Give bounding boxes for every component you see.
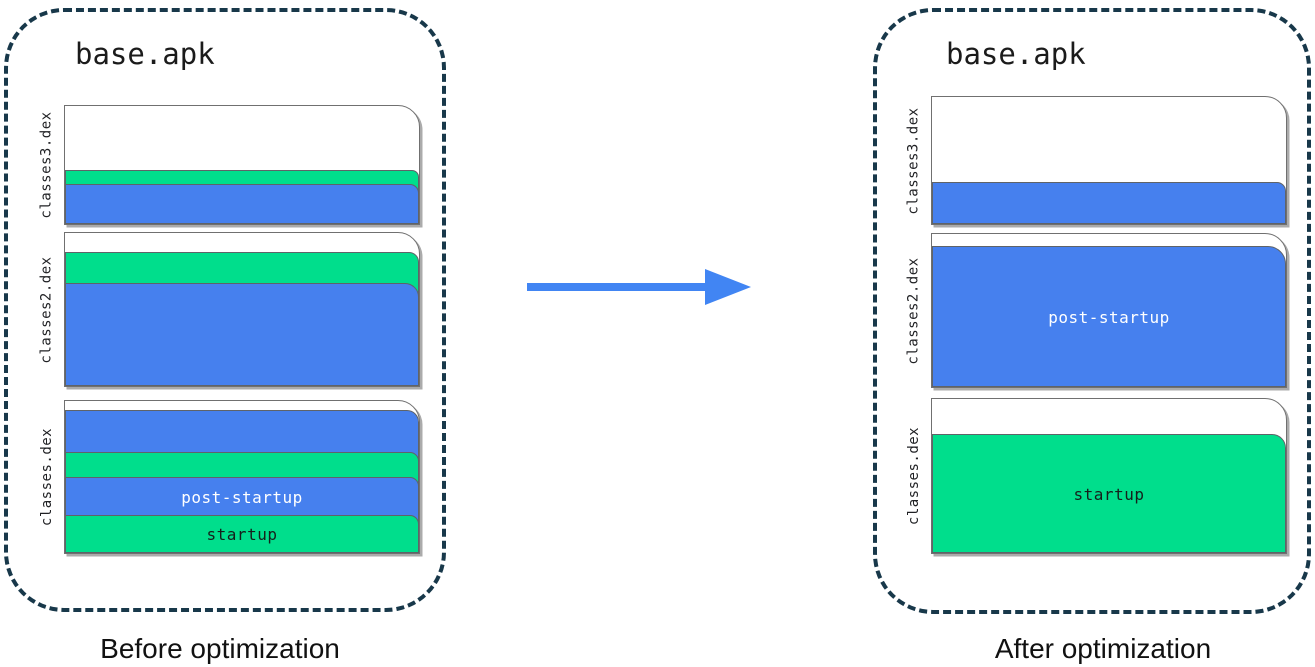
post-startup-label: post-startup — [181, 487, 303, 507]
file-page-after-classes3 — [931, 96, 1287, 225]
file-page-after-classes: startup — [931, 398, 1287, 554]
file-label-before-classes3: classes3.dex — [39, 111, 55, 219]
file-page-before-classes2 — [64, 232, 420, 387]
startup-label: startup — [206, 525, 278, 544]
after-apk-title: base.apk — [946, 37, 1086, 71]
before-apk-container — [4, 8, 446, 612]
after-apk-container — [873, 8, 1311, 614]
band-startup: startup — [65, 515, 419, 553]
before-apk-title: base.apk — [75, 37, 215, 71]
file-label-after-classes: classes.dex — [906, 426, 922, 526]
file-page-before-classes3 — [64, 105, 420, 225]
band-post-startup — [65, 184, 419, 224]
file-page-after-classes2: post-startup — [931, 233, 1287, 388]
right-arrow-icon — [527, 269, 751, 305]
file-label-before-classes2: classes2.dex — [39, 255, 55, 364]
after-caption: After optimization — [994, 633, 1212, 664]
band-startup: startup — [932, 434, 1286, 553]
band-post-startup: post-startup — [932, 246, 1286, 387]
file-label-after-classes2: classes2.dex — [906, 256, 922, 365]
file-label-after-classes3: classes3.dex — [906, 106, 922, 215]
post-startup-label: post-startup — [1048, 307, 1170, 327]
startup-label: startup — [1073, 484, 1145, 504]
band-post-startup — [932, 182, 1286, 224]
band-post-startup — [65, 283, 419, 386]
file-page-before-classes: post-startup startup — [64, 400, 420, 554]
file-label-before-classes: classes.dex — [39, 427, 55, 527]
before-caption: Before optimization — [100, 633, 340, 664]
